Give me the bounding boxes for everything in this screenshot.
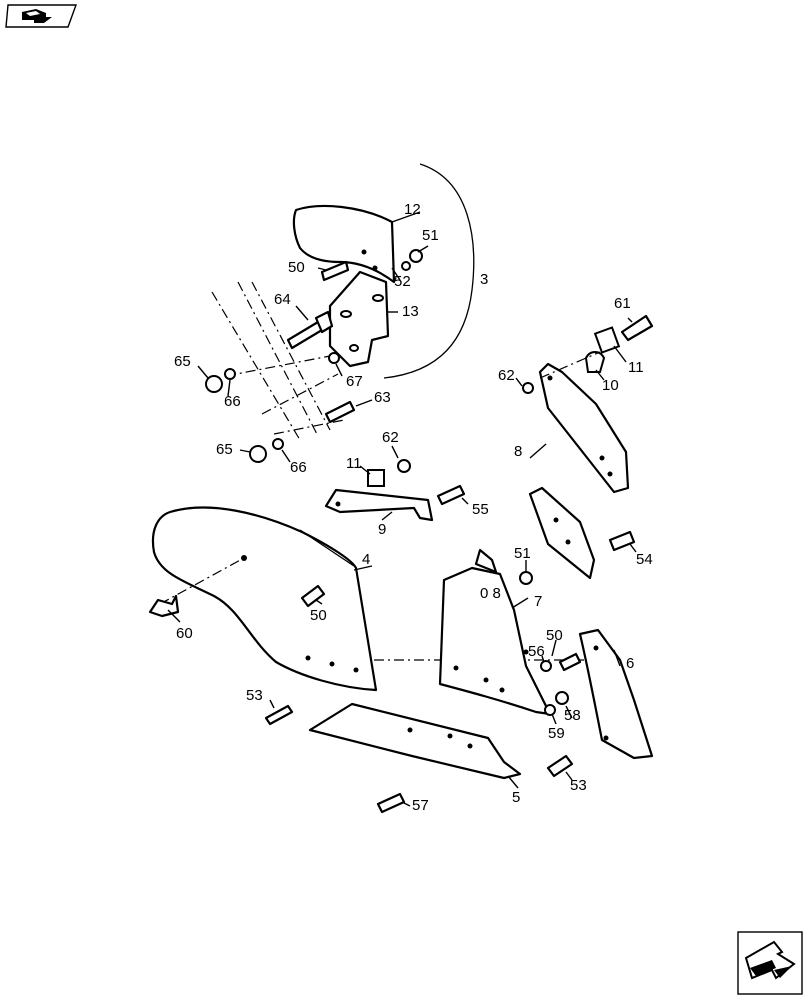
callout-4: 4	[362, 551, 370, 568]
callout-labels: 12 51 50 52 3 64 13 61 11 65 62 10 67 66…	[174, 201, 653, 814]
callout-3: 3	[480, 271, 488, 288]
callout-52: 52	[394, 273, 411, 290]
callout-57: 57	[412, 797, 429, 814]
callout-58: 58	[564, 707, 581, 724]
callout-59: 59	[548, 725, 565, 742]
part-12-shield	[292, 204, 396, 284]
callout-53: 53	[570, 777, 587, 794]
callout-62: 62	[382, 429, 399, 446]
part-4-moldboard	[151, 506, 378, 692]
part-5-share	[308, 702, 522, 780]
callout-51: 51	[422, 227, 439, 244]
callout-9: 9	[378, 521, 386, 538]
callout-65: 65	[174, 353, 191, 370]
callout-13: 13	[402, 303, 419, 320]
callout-64: 64	[274, 291, 291, 308]
callout-54: 54	[636, 551, 653, 568]
callout-50: 50	[288, 259, 305, 276]
callout-11: 11	[628, 359, 644, 376]
callout-63: 63	[374, 389, 391, 406]
part-7-frog	[438, 566, 552, 716]
bolt-64	[286, 310, 334, 350]
callout-66: 66	[290, 459, 307, 476]
part-6-landside	[578, 628, 654, 760]
callout-62: 62	[498, 367, 515, 384]
callout-53: 53	[246, 687, 263, 704]
next-page-icon[interactable]	[736, 930, 804, 996]
book-navigation-icon[interactable]	[4, 3, 78, 29]
part-8-lower-plate	[528, 486, 596, 580]
callout-67: 67	[346, 373, 363, 390]
callout-56: 56	[528, 643, 545, 660]
callout-65: 65	[216, 441, 233, 458]
callout-8: 8	[514, 443, 522, 460]
callout-0-8: 0 8	[480, 585, 501, 602]
callout-5: 5	[512, 789, 520, 806]
callout-61: 61	[614, 295, 631, 312]
assembly-brace	[383, 163, 475, 379]
callout-12: 12	[404, 201, 421, 218]
callout-6: 6	[626, 655, 634, 672]
callout-55: 55	[472, 501, 489, 518]
callout-50: 50	[546, 627, 563, 644]
callout-50: 50	[310, 607, 327, 624]
leader-lines	[167, 211, 637, 807]
callout-7: 7	[534, 593, 542, 610]
part-13-bracket	[328, 270, 390, 368]
callout-66: 66	[224, 393, 241, 410]
callout-51: 51	[514, 545, 531, 562]
callout-11: 11	[346, 455, 362, 472]
part-9-arm	[324, 488, 434, 522]
part-8-plate	[538, 362, 630, 494]
callout-60: 60	[176, 625, 193, 642]
callout-10: 10	[602, 377, 619, 394]
